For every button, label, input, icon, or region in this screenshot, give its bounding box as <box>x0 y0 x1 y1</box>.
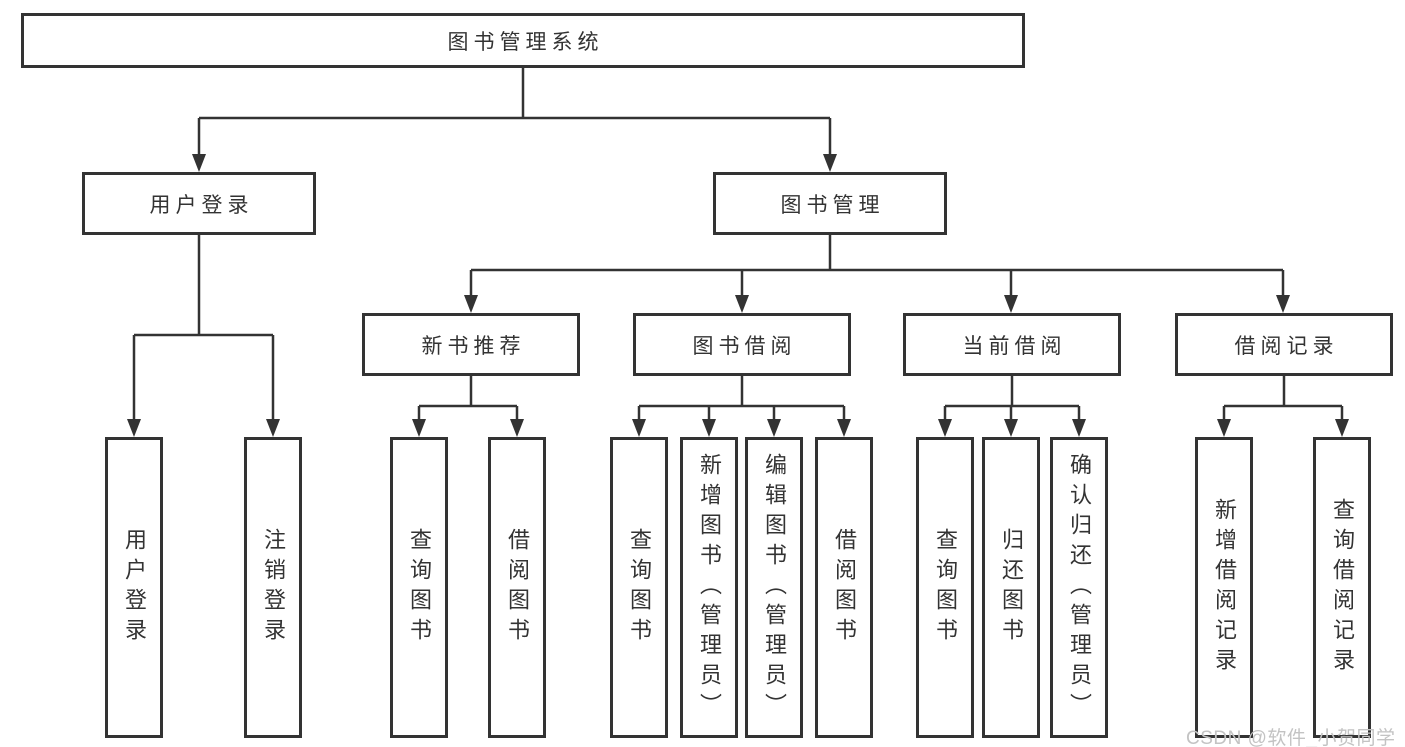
node-root-label: 图书管理系统 <box>447 30 604 54</box>
leaf-query-books-3-label: 查询图书 <box>933 527 958 648</box>
leaf-user-login: 用户登录 <box>105 437 163 738</box>
leaf-query-borrow-record: 查询借阅记录 <box>1313 437 1371 738</box>
leaf-borrow-books-1-label: 借阅图书 <box>505 527 530 648</box>
leaf-query-borrow-record-label: 查询借阅记录 <box>1330 497 1355 678</box>
leaf-borrow-books-2-label: 借阅图书 <box>832 527 857 648</box>
node-current-borrowing-label: 当前借阅 <box>962 334 1067 358</box>
leaf-return-book-label: 归还图书 <box>999 527 1024 648</box>
leaf-borrow-books-2: 借阅图书 <box>815 437 873 738</box>
leaf-logout-label: 注销登录 <box>261 527 286 648</box>
leaf-confirm-return-admin: 确认归还（管理员） <box>1050 437 1108 738</box>
leaf-edit-book-admin-label: 编辑图书（管理员） <box>762 452 787 723</box>
node-borrow-records-label: 借阅记录 <box>1234 334 1339 358</box>
leaf-query-books-2-label: 查询图书 <box>627 527 652 648</box>
node-new-book-recommend-label: 新书推荐 <box>421 334 526 358</box>
leaf-add-book-admin-label: 新增图书（管理员） <box>697 452 722 723</box>
leaf-edit-book-admin: 编辑图书（管理员） <box>745 437 803 738</box>
arrowheads <box>127 154 1349 437</box>
leaf-query-books-3: 查询图书 <box>916 437 974 738</box>
node-user-login: 用户登录 <box>82 172 316 235</box>
leaf-logout: 注销登录 <box>244 437 302 738</box>
leaf-return-book: 归还图书 <box>982 437 1040 738</box>
node-root: 图书管理系统 <box>21 13 1025 68</box>
node-borrow-records: 借阅记录 <box>1175 313 1393 376</box>
leaf-add-borrow-record-label: 新增借阅记录 <box>1212 497 1237 678</box>
node-book-borrowing-label: 图书借阅 <box>692 334 797 358</box>
leaf-add-borrow-record: 新增借阅记录 <box>1195 437 1253 738</box>
node-new-book-recommend: 新书推荐 <box>362 313 580 376</box>
node-book-management: 图书管理 <box>713 172 947 235</box>
leaf-query-books-1-label: 查询图书 <box>407 527 432 648</box>
leaf-borrow-books-1: 借阅图书 <box>488 437 546 738</box>
node-current-borrowing: 当前借阅 <box>903 313 1121 376</box>
node-book-borrowing: 图书借阅 <box>633 313 851 376</box>
leaf-confirm-return-admin-label: 确认归还（管理员） <box>1067 452 1092 723</box>
leaf-add-book-admin: 新增图书（管理员） <box>680 437 738 738</box>
leaf-user-login-label: 用户登录 <box>122 527 147 648</box>
node-user-login-label: 用户登录 <box>149 193 254 217</box>
leaf-query-books-2: 查询图书 <box>610 437 668 738</box>
connector-segments <box>132 68 1344 422</box>
leaf-query-books-1: 查询图书 <box>390 437 448 738</box>
watermark-text: CSDN @软件_小贺同学 <box>1186 728 1396 747</box>
node-book-management-label: 图书管理 <box>780 193 885 217</box>
